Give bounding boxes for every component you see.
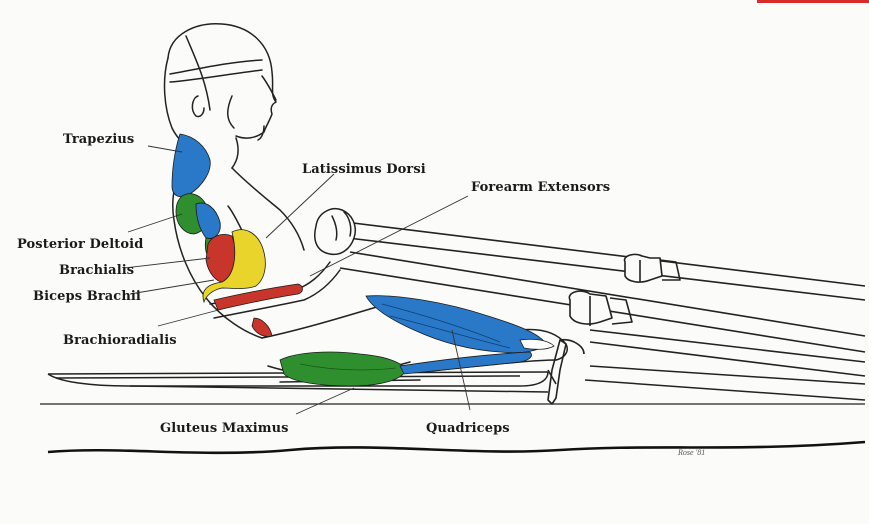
label-gluteus-maximus: Gluteus Maximus (160, 422, 289, 435)
label-forearm-extensors: Forearm Extensors (471, 181, 610, 194)
quadriceps-lower-band (400, 352, 532, 374)
artist-signature: Rose '81 (678, 448, 705, 457)
label-trapezius: Trapezius (63, 133, 134, 146)
boat-hull (40, 366, 865, 404)
label-brachialis: Brachialis (59, 264, 134, 277)
label-brachioradialis: Brachioradialis (63, 334, 177, 347)
knee-highlight (520, 339, 554, 349)
label-quadriceps: Quadriceps (426, 422, 510, 435)
corner-accent-bar (757, 0, 869, 3)
label-posterior-deltoid: Posterior Deltoid (17, 238, 143, 251)
water-line (48, 442, 865, 453)
label-biceps-brachii: Biceps Brachii (33, 290, 141, 303)
latissimus-dorsi-muscle (196, 203, 220, 238)
label-latissimus-dorsi: Latissimus Dorsi (302, 163, 426, 176)
trapezius-muscle (172, 134, 210, 197)
quadriceps-muscle (366, 296, 546, 353)
lower-red-patch (252, 318, 272, 337)
